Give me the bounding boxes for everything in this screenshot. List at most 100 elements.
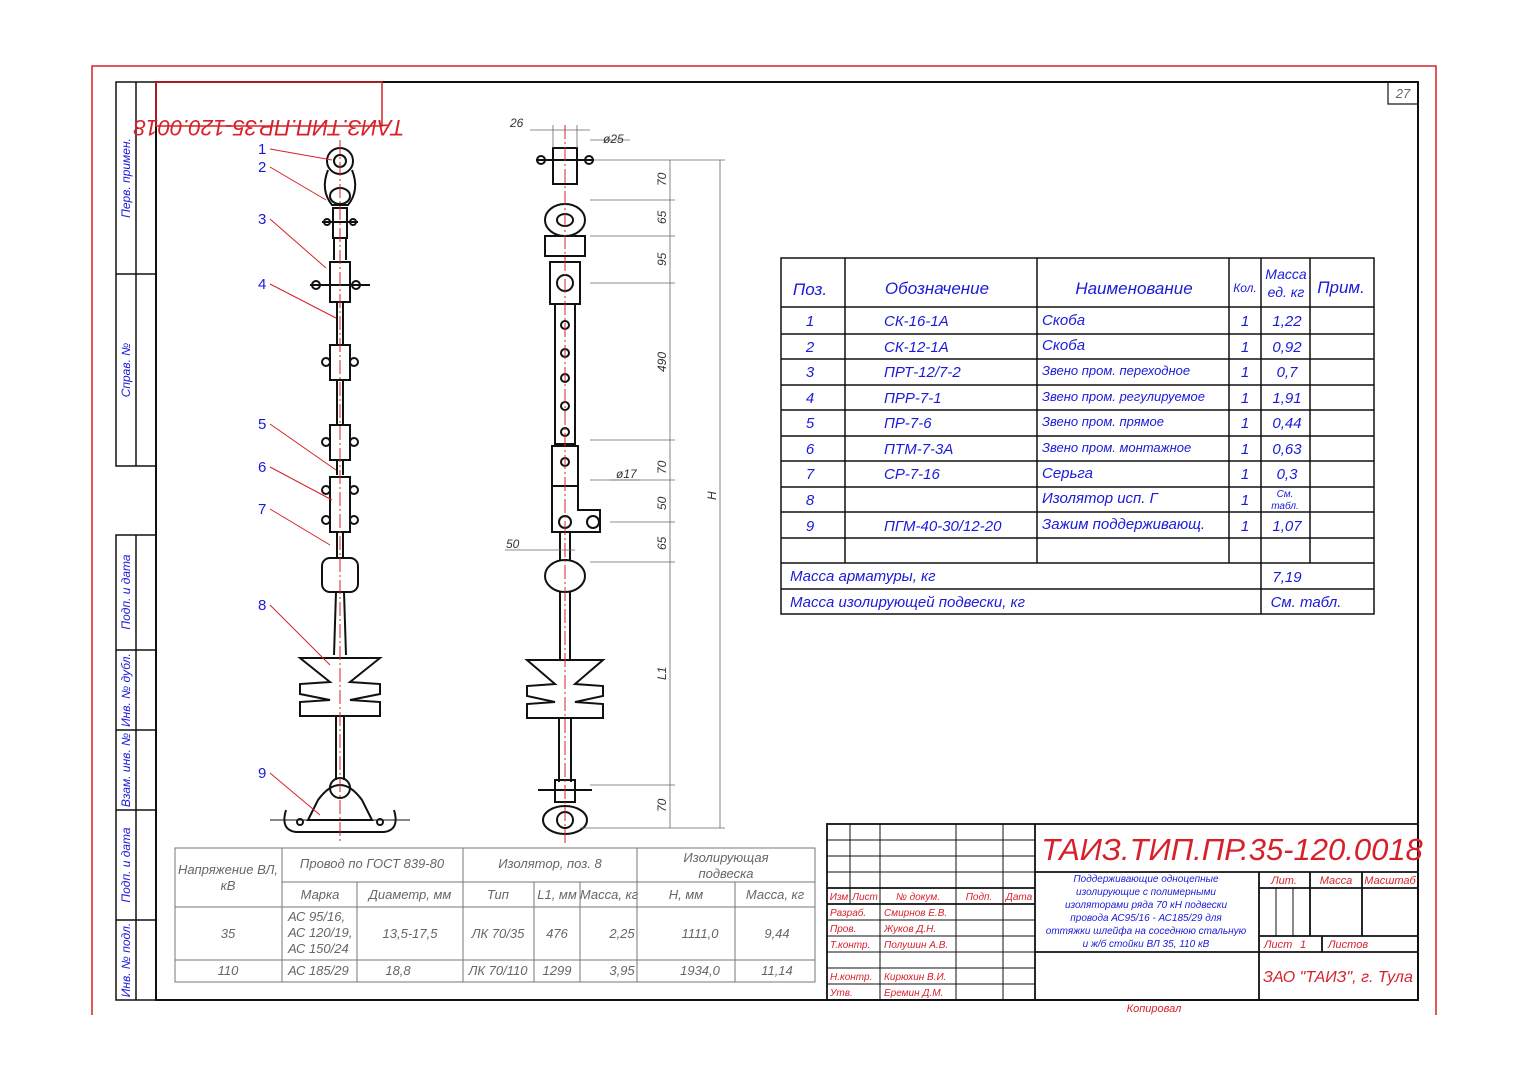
callout-3: 3 — [258, 211, 266, 228]
variant-diam: 13,5-17,5 — [383, 926, 439, 941]
total-armature-value: 7,19 — [1272, 569, 1302, 586]
dim-65b: 65 — [655, 536, 669, 550]
spec-qty: 1 — [1241, 441, 1249, 458]
spec-pos: 2 — [805, 339, 815, 356]
variant-mark-line: АС 150/24 — [287, 941, 349, 956]
copied-label: Копировал — [1127, 1003, 1182, 1015]
dim-95: 95 — [655, 252, 669, 266]
spec-mass-note-2: табл. — [1271, 500, 1299, 512]
spec-header-qty: Кол. — [1233, 281, 1257, 295]
variant-row-35: 35 АС 95/16, АС 120/19, АС 150/24 13,5-1… — [221, 909, 790, 956]
total-armature-label: Масса арматуры, кг — [790, 568, 936, 585]
spec-table: Поз. Обозначение Наименование Кол. Масса… — [780, 257, 1375, 615]
variant-type: ЛК 70/110 — [468, 963, 529, 978]
mirrored-code: ТАИЗ.ТИП.ПР.35-120.0018 — [133, 115, 405, 140]
side-label-podp1: Подп. и дата — [119, 554, 133, 629]
spec-designation: СК-16-1А — [884, 313, 949, 330]
variant-sub-mass: Масса, кг — [580, 887, 639, 902]
company-name: ЗАО "ТАИЗ", г. Тула — [1263, 969, 1413, 986]
spec-header-note: Прим. — [1317, 278, 1365, 297]
page-number: 27 — [1395, 86, 1411, 101]
spec-mass: 0,92 — [1272, 339, 1302, 356]
spec-mass: 0,44 — [1272, 415, 1301, 432]
spec-pos: 1 — [806, 313, 814, 330]
role-label: Разраб. — [830, 907, 866, 919]
spec-header-mass-2: ед. кг — [1268, 284, 1305, 300]
spec-row-5: 5 ПР-7-6 Звено пром. прямое 1 0,44 — [806, 414, 1302, 432]
variant-h: 1934,0 — [680, 963, 721, 978]
variant-h-suspension-1: Изолирующая — [683, 850, 768, 865]
description-line: изоляторами ряда 70 кН подвески — [1065, 900, 1228, 911]
spec-pos: 7 — [806, 466, 815, 483]
spec-designation: ПРР-7-1 — [884, 390, 942, 407]
spec-designation: ПР-7-6 — [884, 415, 932, 432]
spec-header-pos: Поз. — [793, 280, 827, 299]
spec-pos: 8 — [806, 492, 815, 509]
role-name: Полушин А.В. — [884, 940, 948, 951]
spec-designation: ПТМ-7-3А — [884, 441, 953, 458]
spec-mass: 1,22 — [1272, 313, 1302, 330]
dim-26: 26 — [509, 116, 524, 130]
variant-mark-line: АС 95/16, — [287, 909, 345, 924]
spec-qty: 1 — [1241, 339, 1249, 356]
spec-name: Звено пром. монтажное — [1042, 440, 1191, 455]
callout-5: 5 — [258, 416, 266, 433]
spec-row-2: 2 СК-12-1А Скоба 1 0,92 — [805, 337, 1302, 356]
variant-h-suspension-2: подвеска — [698, 866, 753, 881]
spec-mass: 0,7 — [1277, 364, 1299, 381]
spec-mass: 1,07 — [1272, 518, 1302, 535]
variant-sub-l1: L1, мм — [537, 887, 577, 902]
callout-4: 4 — [258, 276, 266, 293]
spec-qty: 1 — [1241, 466, 1249, 483]
title-block-fine-grid — [827, 824, 1294, 1000]
variant-mass: 2,25 — [608, 926, 635, 941]
variant-mass: 3,95 — [609, 963, 635, 978]
description-line: Поддерживающие одноцепные — [1073, 874, 1219, 885]
variant-mass2: 9,44 — [764, 926, 789, 941]
spec-name: Зажим поддерживающ. — [1042, 516, 1205, 533]
spec-pos: 5 — [806, 415, 815, 432]
col-label-date: Дата — [1005, 892, 1033, 903]
role-label: Н.контр. — [830, 972, 872, 983]
dimension-lines — [505, 125, 725, 829]
total-insulation-value: См. табл. — [1271, 594, 1342, 611]
outer-frame — [91, 65, 1437, 1015]
description-line: изолирующие с полимерными — [1076, 887, 1216, 898]
spec-designation: ПГМ-40-30/12-20 — [884, 518, 1002, 535]
spec-row-6: 6 ПТМ-7-3А Звено пром. монтажное 1 0,63 — [806, 440, 1302, 458]
spec-pos: 9 — [806, 518, 815, 535]
title-code: ТАИЗ.ТИП.ПР.35-120.0018 — [1041, 832, 1423, 867]
spec-qty: 1 — [1241, 390, 1249, 407]
dim-490: 490 — [655, 352, 669, 372]
variant-h-wire: Провод по ГОСТ 839-80 — [300, 856, 445, 871]
callout-9: 9 — [258, 765, 266, 782]
variant-mark-line: АС 120/19, — [287, 925, 352, 940]
col-label-izm: Изм — [830, 892, 849, 903]
side-label-podp2: Подп. и дата — [119, 827, 133, 902]
description-line: провода АС95/16 - АС185/29 для — [1070, 913, 1222, 924]
side-strip — [115, 81, 157, 1001]
callout-2: 2 — [258, 159, 266, 176]
spec-row-1: 1 СК-16-1А Скоба 1 1,22 — [806, 312, 1302, 330]
side-label-perv: Перв. примен. — [119, 138, 133, 218]
dim-70c: 70 — [655, 798, 669, 812]
col-label-list: Лист — [851, 892, 878, 903]
spec-pos: 4 — [806, 390, 814, 407]
spec-header-mass-1: Масса — [1265, 266, 1307, 282]
description-line: оттяжки шлейфа на соседнюю стальную — [1046, 925, 1247, 937]
spec-mass-note-1: См. — [1277, 489, 1294, 500]
role-name: Кирюхин В.И. — [884, 972, 946, 983]
title-block: ТАИЗ.ТИП.ПР.35-120.0018 Поддерживающие о… — [826, 823, 1424, 1001]
variant-sub-diam: Диаметр, мм — [367, 887, 452, 902]
page-number-box — [1387, 81, 1419, 105]
spec-designation: СР-7-16 — [884, 466, 941, 483]
variant-voltage: 110 — [218, 963, 239, 978]
spec-pos: 3 — [806, 364, 815, 381]
sheet-label: Лист — [1263, 939, 1292, 951]
lit-label: Лит. — [1270, 875, 1297, 887]
callout-leaders — [269, 148, 337, 816]
spec-row-4: 4 ПРР-7-1 Звено пром. регулируемое 1 1,9… — [806, 389, 1302, 407]
variant-h-voltage-2: кВ — [221, 878, 236, 893]
dim-70b: 70 — [655, 460, 669, 474]
